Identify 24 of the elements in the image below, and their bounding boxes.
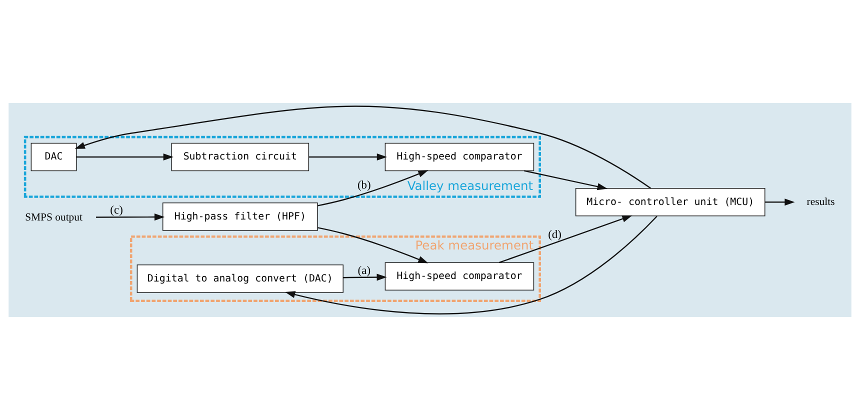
node-box: DAC	[30, 142, 77, 172]
arrow	[76, 153, 174, 161]
arrow	[74, 106, 652, 189]
arrow	[318, 170, 428, 206]
node-box: Subtraction circuit	[171, 142, 310, 172]
node-box: High-speed comparator	[384, 142, 534, 172]
node-box: High-speed comparator	[384, 262, 534, 291]
edge-label: (c)	[110, 204, 123, 217]
node-box: High-pass filter (HPF)	[162, 202, 318, 231]
node-text: results	[806, 196, 835, 208]
node-box: Digital to analog convert (DAC)	[136, 264, 344, 293]
arrow	[343, 274, 387, 281]
edge-label: (d)	[548, 229, 562, 242]
arrow	[765, 198, 795, 206]
edge-label: (a)	[358, 265, 371, 278]
arrow	[498, 215, 632, 264]
arrow	[318, 227, 428, 264]
node-box: Micro- controller unit (MCU)	[575, 188, 766, 216]
arrow	[96, 213, 165, 221]
node-text: SMPS output	[25, 211, 82, 224]
arrow	[524, 170, 608, 190]
arrow	[308, 153, 388, 161]
edge-label: (b)	[357, 179, 371, 192]
arrow	[285, 216, 658, 314]
